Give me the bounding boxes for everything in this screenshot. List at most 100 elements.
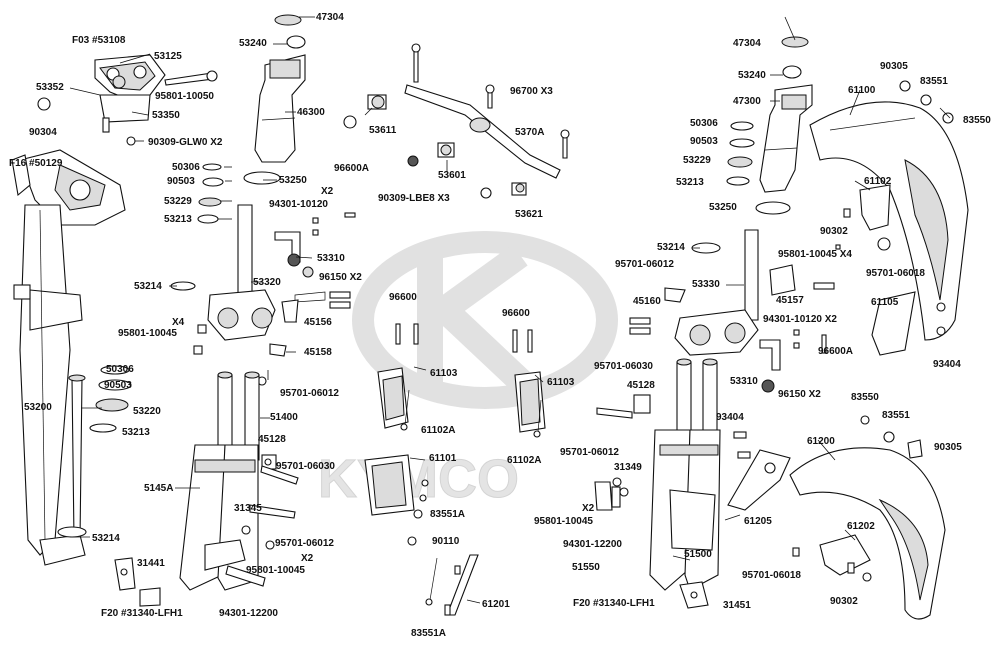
label-83551-upper[interactable]: 83551 [920,76,948,87]
label-83551a-upper[interactable]: 83551A [430,509,466,520]
label-90309-glw0[interactable]: 90309-GLW0 X2 [148,137,223,148]
label-96600-right[interactable]: 96600 [502,308,530,319]
label-90503-left-lower[interactable]: 90503 [104,380,132,391]
label-53229-right[interactable]: 53229 [683,155,711,166]
label-45156[interactable]: 45156 [304,317,332,328]
label-31441[interactable]: 31441 [137,558,165,569]
label-53621[interactable]: 53621 [515,209,543,220]
label-61202[interactable]: 61202 [847,521,875,532]
label-96600a-right[interactable]: 96600A [818,346,854,357]
label-61103-right[interactable]: 61103 [547,377,575,388]
label-61103-left[interactable]: 61103 [430,368,458,379]
label-50306-right[interactable]: 50306 [690,118,718,129]
label-61101[interactable]: 61101 [429,453,457,464]
label-90302-upper[interactable]: 90302 [820,226,848,237]
label-53352[interactable]: 53352 [36,82,64,93]
label-90302-lower[interactable]: 90302 [830,596,858,607]
label-x2-left[interactable]: X2 [321,186,334,197]
label-96150-left[interactable]: 96150 X2 [319,272,362,283]
label-51500[interactable]: 51500 [684,549,712,560]
label-95701-06018-upper[interactable]: 95701-06018 [866,268,925,279]
label-90305-lower[interactable]: 90305 [934,442,962,453]
label-53310-left[interactable]: 53310 [317,253,345,264]
label-f20-31340-right[interactable]: F20 #31340-LFH1 [573,598,655,609]
label-96600a-left[interactable]: 96600A [334,163,370,174]
label-53229-left[interactable]: 53229 [164,196,192,207]
label-x2-left-lower[interactable]: X2 [301,553,314,564]
label-83550-upper[interactable]: 83550 [963,115,991,126]
label-45160[interactable]: 45160 [633,296,661,307]
label-50306-left[interactable]: 50306 [172,162,200,173]
label-96150-right[interactable]: 96150 X2 [778,389,821,400]
label-53350[interactable]: 53350 [152,110,180,121]
label-53125[interactable]: 53125 [154,51,182,62]
label-46300[interactable]: 46300 [297,107,325,118]
label-x4-left[interactable]: X4 [172,317,185,328]
label-90309-lbe8[interactable]: 90309-LBE8 X3 [378,193,450,204]
label-61105[interactable]: 61105 [871,297,899,308]
label-53214-left[interactable]: 53214 [134,281,162,292]
label-94301-10120-right[interactable]: 94301-10120 X2 [763,314,837,325]
label-61205[interactable]: 61205 [744,516,772,527]
label-93404-right[interactable]: 93404 [933,359,961,370]
label-90110[interactable]: 90110 [432,536,460,547]
label-95701-06030-left[interactable]: 95701-06030 [276,461,335,472]
label-95801-10045-left-upper[interactable]: 95801-10045 [118,328,177,339]
label-61102[interactable]: 61102 [864,176,892,187]
label-53601[interactable]: 53601 [438,170,466,181]
label-94301-12200-left[interactable]: 94301-12200 [219,608,278,619]
label-f03-53108[interactable]: F03 #53108 [72,35,126,46]
label-53213-left[interactable]: 53213 [164,214,192,225]
label-31345[interactable]: 31345 [234,503,262,514]
label-45128-left[interactable]: 45128 [258,434,286,445]
label-61102a-right[interactable]: 61102A [507,455,542,466]
label-61102a-left[interactable]: 61102A [421,425,456,436]
label-95801-10045-right-upper[interactable]: 95801-10045 X4 [778,249,852,260]
label-31451[interactable]: 31451 [723,600,751,611]
label-96600-left[interactable]: 96600 [389,292,417,303]
label-90305-upper[interactable]: 90305 [880,61,908,72]
label-90503-left[interactable]: 90503 [167,176,195,187]
label-53200[interactable]: 53200 [24,402,52,413]
label-53611[interactable]: 53611 [369,125,397,136]
label-47304-right[interactable]: 47304 [733,38,761,49]
label-90304[interactable]: 90304 [29,127,57,138]
label-47304[interactable]: 47304 [316,12,344,23]
label-53320[interactable]: 53320 [253,277,281,288]
label-94301-10120-left[interactable]: 94301-10120 [269,199,328,210]
label-x2-right[interactable]: X2 [582,503,595,514]
label-95701-06012-right-lower[interactable]: 95701-06012 [560,447,619,458]
label-50306-left-lower[interactable]: 50306 [106,364,134,375]
label-96700[interactable]: 96700 X3 [510,86,553,97]
label-95801-10045-left-lower[interactable]: 95801-10045 [246,565,305,576]
label-53250[interactable]: 53250 [279,175,307,186]
label-83550-lower[interactable]: 83550 [851,392,879,403]
label-45158[interactable]: 45158 [304,347,332,358]
label-53240-right[interactable]: 53240 [738,70,766,81]
label-95701-06030-right[interactable]: 95701-06030 [594,361,653,372]
label-53220[interactable]: 53220 [133,406,161,417]
label-45157[interactable]: 45157 [776,295,804,306]
label-95801-10050[interactable]: 95801-10050 [155,91,214,102]
label-95701-06012-left-upper[interactable]: 95701-06012 [280,388,339,399]
label-83551a-lower[interactable]: 83551A [411,628,447,639]
label-95701-06012-left-lower[interactable]: 95701-06012 [275,538,334,549]
label-53310-right[interactable]: 53310 [730,376,758,387]
label-31349[interactable]: 31349 [614,462,642,473]
label-53213-right[interactable]: 53213 [676,177,704,188]
label-f20-31340-left[interactable]: F20 #31340-LFH1 [101,608,183,619]
label-47300[interactable]: 47300 [733,96,761,107]
label-51550[interactable]: 51550 [572,562,600,573]
label-95701-06018-lower[interactable]: 95701-06018 [742,570,801,581]
label-61100[interactable]: 61100 [848,85,876,96]
label-53213-left-lower[interactable]: 53213 [122,427,150,438]
label-5370a[interactable]: 5370A [515,127,545,138]
label-61200[interactable]: 61200 [807,436,835,447]
label-f16-50129[interactable]: F16 #50129 [9,158,63,169]
label-53330[interactable]: 53330 [692,279,720,290]
label-93404-center[interactable]: 93404 [716,412,744,423]
label-53214-left-lower[interactable]: 53214 [92,533,120,544]
label-90503-right[interactable]: 90503 [690,136,718,147]
label-5145a[interactable]: 5145A [144,483,174,494]
label-95701-06012-right-upper[interactable]: 95701-06012 [615,259,674,270]
